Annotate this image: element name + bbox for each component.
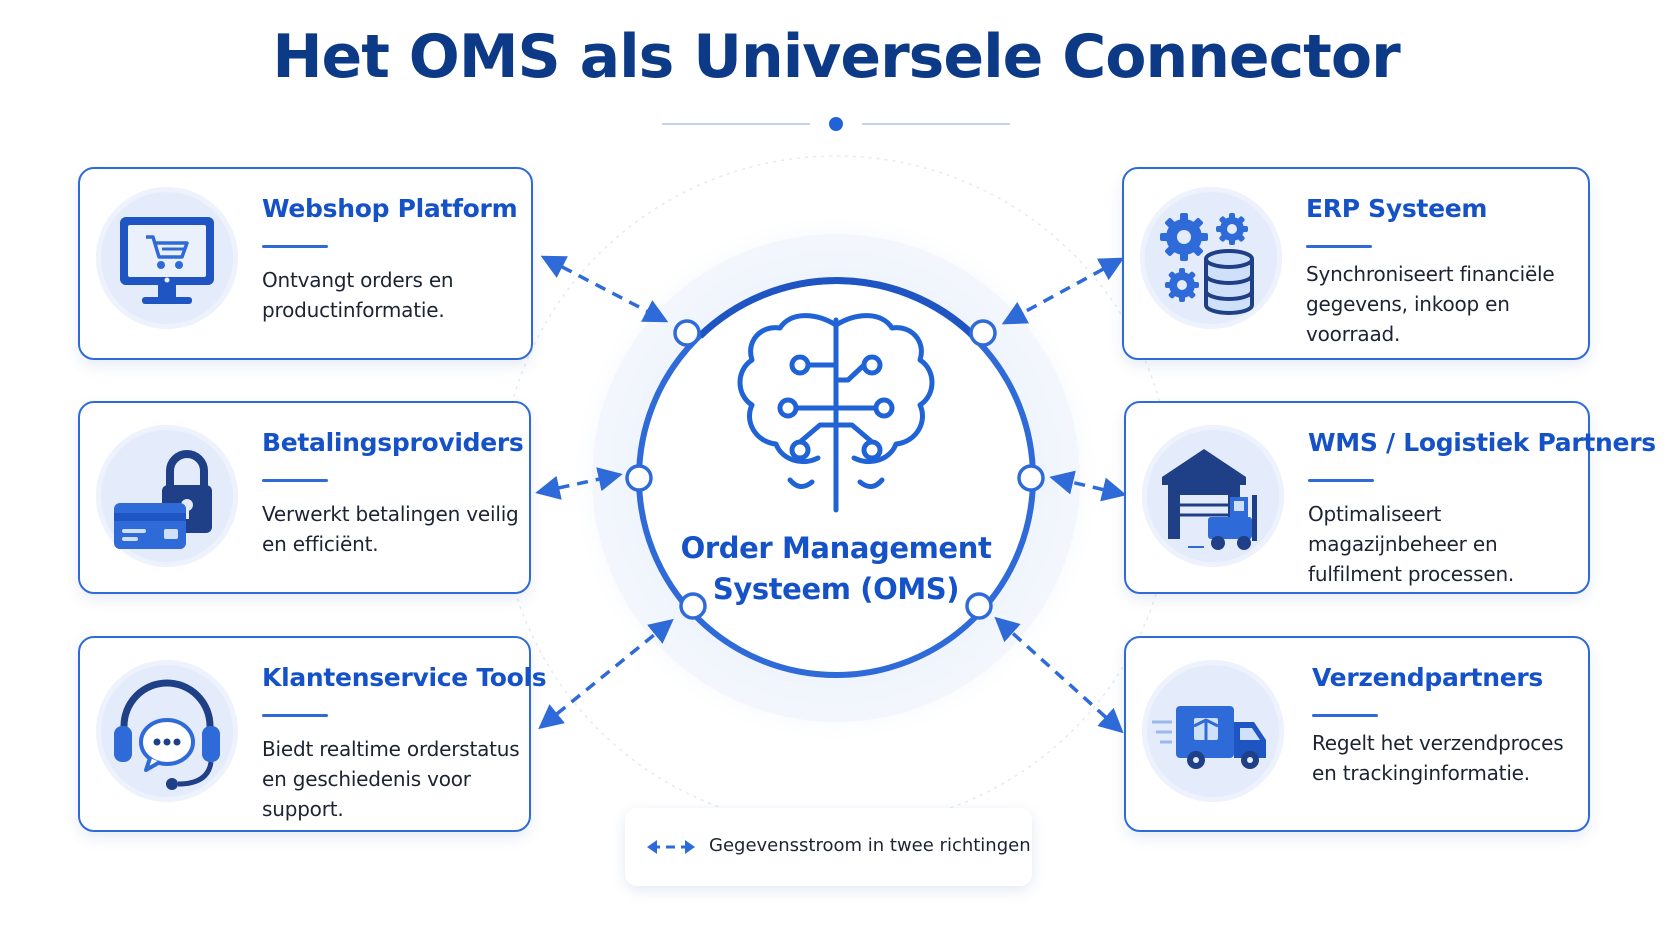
card-title-webshop: Webshop Platform [262,194,518,223]
card-icon-erp [1140,187,1282,329]
title-rule-left [662,123,810,125]
oms-center-label: Order Management Systeem (OMS) [660,528,1012,610]
bidirectional-arrow-icon [647,840,695,854]
arrow-wms [1049,470,1127,502]
port-betaling [625,464,653,492]
arrow-webshop [540,255,669,323]
oms-label-line2: Systeem (OMS) [712,572,960,606]
oms-label-line1: Order Management [680,531,992,565]
card-description-verzend: Regelt het verzendproces en trackinginfo… [1312,731,1564,785]
card-rule [262,479,328,482]
card-webshop: Webshop Platform Ontvangt orders en prod… [78,167,533,360]
card-rule [262,714,328,717]
connection-ports [625,319,1045,620]
card-rule [1306,245,1372,248]
card-lock-icon [114,450,212,549]
diagram-title: Het OMS als Universele Connector [272,22,1400,92]
card-verzend: Verzendpartners Regelt het verzendproces… [1124,636,1590,832]
card-icon-wms [1142,425,1284,567]
port-wms [1017,464,1045,492]
card-title-klantenservice: Klantenservice Tools [262,663,547,692]
card-rule [1308,479,1374,482]
card-title-verzend: Verzendpartners [1312,663,1543,692]
port-webshop [673,319,701,347]
headset-chat-icon [114,679,220,790]
port-verzend [965,592,993,620]
card-title-wms: WMS / Logistiek Partners [1308,428,1656,457]
card-klantenservice: Klantenservice Tools Biedt realtime orde… [78,636,547,832]
card-icon-betaling [96,425,238,567]
arrow-klantenservice [538,618,674,730]
card-rule [262,245,328,248]
card-icon-verzend [1142,660,1284,802]
card-icon-klantenservice [96,660,238,802]
card-wms: WMS / Logistiek Partners Optimaliseert m… [1124,401,1656,594]
arrow-erp [1001,257,1125,325]
arrow-betaling [535,467,623,500]
title-dot [829,117,843,131]
card-erp: ERP Systeem Synchroniseert financiële ge… [1122,167,1590,360]
card-title-erp: ERP Systeem [1306,194,1488,223]
port-erp [969,319,997,347]
connection-arrows [535,255,1127,734]
delivery-truck-icon [1152,706,1266,769]
card-description-webshop: Ontvangt orders en productinformatie. [262,268,454,322]
warehouse-forklift-icon [1162,449,1257,550]
card-description-klantenservice: Biedt realtime orderstatus en geschieden… [262,737,520,821]
gears-database-icon [1160,213,1254,315]
arrow-verzend [994,616,1124,734]
legend-box: Gegevensstroom in twee richtingen [625,808,1032,886]
port-klantenservice [679,592,707,620]
title-rule-right [862,123,1010,125]
card-title-betaling: Betalingsproviders [262,428,524,457]
card-description-betaling: Verwerkt betalingen veilig en efficiënt. [262,502,519,556]
monitor-cart-icon [120,217,214,304]
card-icon-webshop [96,187,238,329]
oms-core-ring-accent [697,277,983,345]
card-description-erp: Synchroniseert financiële gegevens, inko… [1306,262,1555,346]
brain-circuit-icon [737,313,935,513]
legend-label: Gegevensstroom in twee richtingen [709,835,1031,856]
card-betaling: Betalingsproviders Verwerkt betalingen v… [78,401,531,594]
card-description-wms: Optimaliseert magazijnbeheer en fulfilme… [1308,502,1515,586]
card-rule [1312,714,1378,717]
